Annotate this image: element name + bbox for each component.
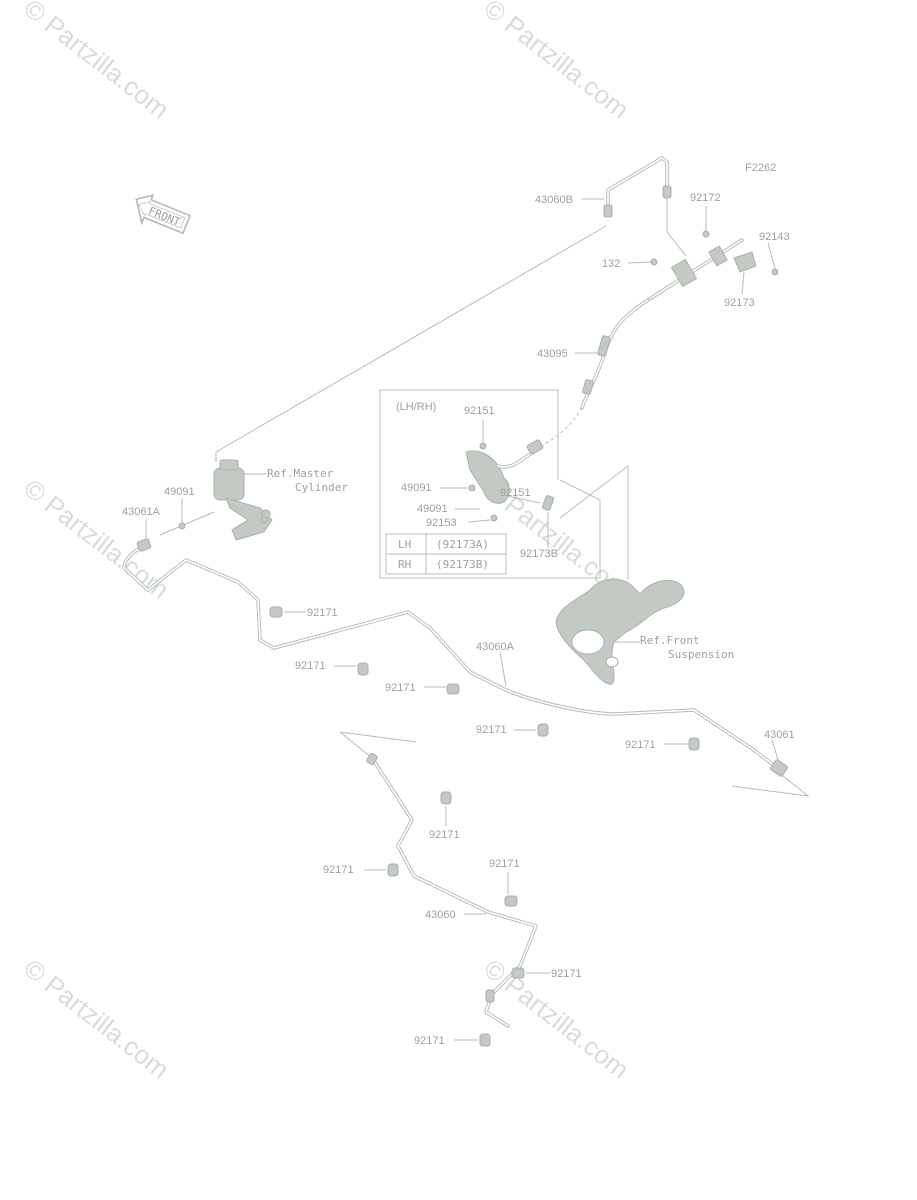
- label-92171-i: 92171: [551, 968, 582, 980]
- inset-title: (LH/RH): [396, 401, 436, 413]
- label-92173B: 92173B: [520, 548, 558, 560]
- label-92151-b: 92151: [500, 487, 531, 499]
- label-43095: 43095: [537, 348, 568, 360]
- ref-front-suspension-line2: Suspension: [668, 648, 734, 661]
- label-92171-d: 92171: [476, 724, 507, 736]
- label-49091-b: 49091: [417, 503, 448, 515]
- ref-master-cylinder-line2: Cylinder: [295, 481, 348, 494]
- table-lh-part: (92173A): [436, 538, 489, 551]
- label-92171-b: 92171: [295, 660, 326, 672]
- brake-hose-43095: [539, 298, 650, 448]
- label-92171-h: 92171: [489, 858, 520, 870]
- label-92171-a: 92171: [307, 607, 338, 619]
- label-92171-j: 92171: [414, 1035, 445, 1047]
- front-arrow-icon: FRONT: [135, 194, 192, 235]
- watermark-mid-left: © Partzilla.com: [18, 473, 175, 605]
- clamps-upper: [269, 606, 700, 751]
- watermark-top-left: © Partzilla.com: [18, 0, 175, 125]
- label-49091-c: 49091: [164, 486, 195, 498]
- label-92173: 92173: [724, 297, 755, 309]
- watermark-bottom-left: © Partzilla.com: [18, 953, 175, 1085]
- label-92171-g: 92171: [323, 864, 354, 876]
- lh-rh-part-table: LH (92173A) RH (92173B): [385, 533, 507, 575]
- inset-lh-rh: (LH/RH) LH (92173A) RH (92173B): [379, 389, 629, 580]
- ref-master-cylinder-line1: Ref.Master: [267, 467, 334, 480]
- label-43060A: 43060A: [476, 641, 515, 653]
- label-132: 132: [602, 258, 620, 270]
- hose-bracket-assembly: [627, 206, 779, 302]
- label-43061: 43061: [764, 729, 795, 741]
- watermarks: © Partzilla.com © Partzilla.com © Partzi…: [18, 0, 635, 1085]
- figure-code: F2262: [745, 162, 776, 174]
- label-43060B: 43060B: [535, 194, 573, 206]
- label-92153: 92153: [426, 517, 457, 529]
- label-43060: 43060: [425, 909, 456, 921]
- front-suspension-knuckle: [555, 578, 685, 685]
- label-92171-c: 92171: [385, 682, 416, 694]
- ref-front-suspension-line1: Ref.Front: [640, 634, 700, 647]
- label-92151-a: 92151: [464, 405, 495, 417]
- clamps-lower: [364, 791, 550, 1047]
- label-43061A: 43061A: [122, 506, 161, 518]
- pipe-43060: [339, 731, 538, 1028]
- table-lh-side: LH: [398, 538, 411, 551]
- pipe-43060A: [122, 519, 810, 797]
- label-49091-a: 49091: [401, 482, 432, 494]
- label-92172: 92172: [690, 192, 721, 204]
- table-rh-side: RH: [398, 558, 411, 571]
- table-rh-part: (92173B): [436, 558, 489, 571]
- label-92171-f: 92171: [429, 829, 460, 841]
- watermark-top-right: © Partzilla.com: [478, 0, 635, 125]
- label-92171-e: 92171: [625, 739, 656, 751]
- master-cylinder: [159, 452, 273, 541]
- pipe-43060B: [215, 156, 687, 453]
- label-92143: 92143: [759, 231, 790, 243]
